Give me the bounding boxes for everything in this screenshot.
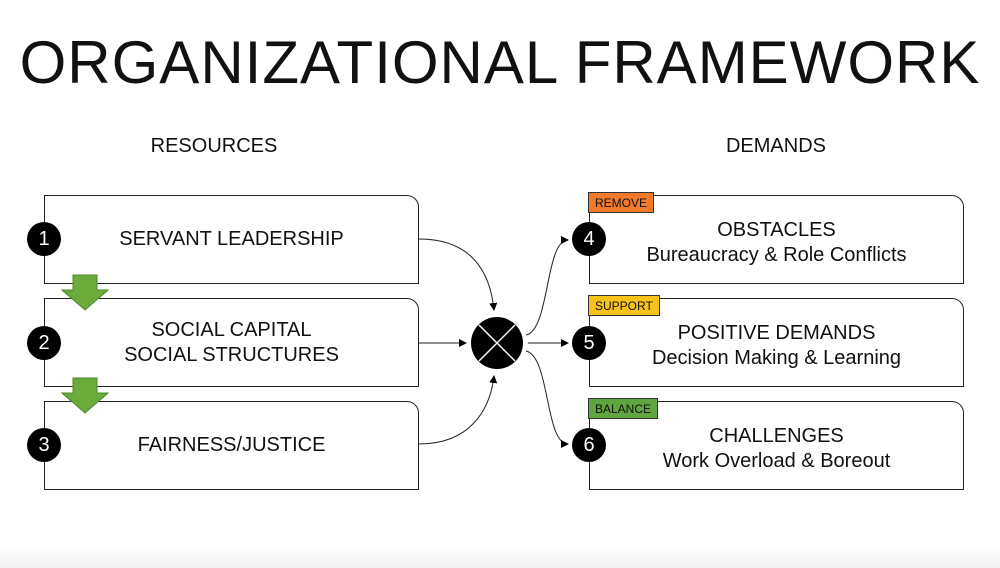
resource-3-line-1: FAIRNESS/JUSTICE [137,434,326,456]
connector-hub-4 [525,236,569,336]
number-badge-2: 2 [27,326,61,360]
resource-1-line-1: SERVANT LEADERSHIP [119,228,344,250]
number-badge-5: 5 [572,326,606,360]
demand-4-line-1: OBSTACLES [717,218,836,241]
demand-box-4: OBSTACLES Bureaucracy & Role Conflicts [589,195,964,284]
tag-support: SUPPORT [588,295,660,316]
demand-6-line-1: CHALLENGES [709,424,844,447]
demand-6-line-2: Work Overload & Boreout [662,449,891,472]
connector-hub-6 [525,350,569,448]
resources-heading: RESOURCES [150,135,278,157]
tag-remove: REMOVE [588,192,655,213]
tag-balance: BALANCE [588,398,659,419]
number-badge-6: 6 [572,428,606,462]
number-badge-4: 4 [572,222,606,256]
demand-5-line-2: Decision Making & Learning [651,346,902,369]
demands-heading: DEMANDS [725,135,826,157]
resource-2-line-2: SOCIAL STRUCTURES [124,343,339,366]
resource-box-2: SOCIAL CAPITAL SOCIAL STRUCTURES [44,298,419,387]
connector-1-hub [418,238,498,311]
demand-4-line-2: Bureaucracy & Role Conflicts [646,243,907,266]
resource-box-1: SERVANT LEADERSHIP [44,195,419,284]
bottom-strip [0,546,1000,568]
number-badge-3: 3 [27,428,61,462]
resource-box-3: FAIRNESS/JUSTICE [44,401,419,490]
connector-3-hub [418,375,498,445]
page-title: ORGANIZATIONAL FRAMEWORK [19,29,981,96]
hub-x-circle [471,317,523,369]
demand-5-line-1: POSITIVE DEMANDS [677,321,876,344]
resource-2-line-1: SOCIAL CAPITAL [151,318,312,341]
number-badge-1: 1 [27,222,61,256]
